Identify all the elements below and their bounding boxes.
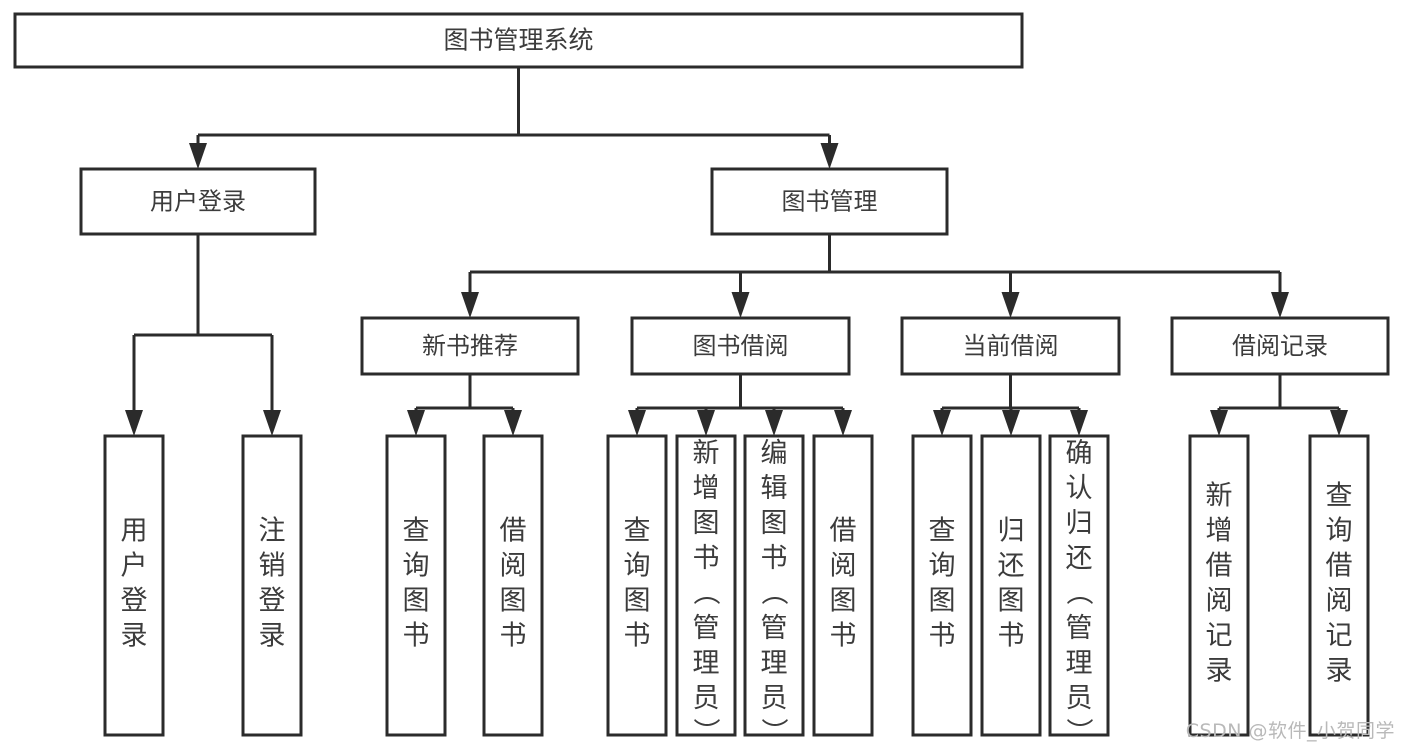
arrow-head bbox=[697, 410, 715, 436]
node-current-borrow[interactable]: 当前借阅 bbox=[900, 316, 1121, 376]
arrow-head bbox=[189, 143, 207, 169]
node-label: 当前借阅 bbox=[963, 332, 1059, 360]
leaf-leaf-query-book-2[interactable]: 查询图书 bbox=[606, 434, 668, 737]
leaf-box-rect bbox=[743, 434, 805, 737]
leaf-box-rect bbox=[241, 434, 303, 737]
arrow-head bbox=[933, 410, 951, 436]
leaf-box-rect bbox=[606, 434, 668, 737]
arrow-head bbox=[125, 410, 143, 436]
csdn-watermark: CSDN @软件_小贺同学 bbox=[1185, 720, 1395, 742]
leaf-label: 新增图书（管理员） bbox=[693, 438, 721, 747]
leaf-label: 借阅图书 bbox=[500, 516, 527, 652]
arrow-head bbox=[820, 143, 839, 169]
node-book-management[interactable]: 图书管理 bbox=[710, 167, 949, 236]
leaf-label: 归还图书 bbox=[998, 516, 1025, 652]
node-user-login[interactable]: 用户登录 bbox=[79, 167, 317, 236]
node-label: 图书管理系统 bbox=[443, 26, 593, 55]
leaf-label: 借阅图书 bbox=[830, 516, 857, 652]
leaf-leaf-user-logout[interactable]: 注销登录 bbox=[241, 434, 303, 737]
node-box-rect bbox=[360, 316, 580, 376]
leaf-label: 查询图书 bbox=[929, 516, 956, 652]
node-root[interactable]: 图书管理系统 bbox=[13, 12, 1024, 69]
leaf-label: 用户登录 bbox=[121, 516, 148, 652]
leaf-label: 确认归还（管理员） bbox=[1066, 438, 1094, 747]
node-box-rect bbox=[1170, 316, 1390, 376]
node-book-borrow[interactable]: 图书借阅 bbox=[630, 316, 851, 376]
node-box-rect bbox=[79, 167, 317, 236]
leaf-leaf-query-book-1[interactable]: 查询图书 bbox=[385, 434, 447, 737]
leaf-leaf-add-record[interactable]: 新增借阅记录 bbox=[1188, 434, 1250, 737]
leaf-label: 新增借阅记录 bbox=[1206, 481, 1233, 687]
arrow-head bbox=[731, 292, 750, 318]
node-label: 借阅记录 bbox=[1232, 332, 1328, 360]
node-box-rect bbox=[13, 12, 1024, 69]
arrow-head bbox=[461, 292, 479, 318]
arrow-head bbox=[1330, 410, 1348, 436]
arrow-head bbox=[1210, 410, 1228, 436]
leaf-leaf-confirm-return[interactable]: 确认归还（管理员） bbox=[1048, 434, 1110, 747]
leaf-box-rect bbox=[1188, 434, 1250, 737]
leaf-leaf-add-book[interactable]: 新增图书（管理员） bbox=[675, 434, 737, 747]
node-box-rect bbox=[710, 167, 949, 236]
arrow-head bbox=[628, 410, 646, 436]
node-label: 用户登录 bbox=[150, 188, 246, 216]
leaf-label: 编辑图书（管理员） bbox=[761, 438, 789, 747]
leaf-box-rect bbox=[812, 434, 874, 737]
node-box-rect bbox=[900, 316, 1121, 376]
arrow-head bbox=[1001, 292, 1020, 318]
leaf-box-rect bbox=[385, 434, 447, 737]
node-new-book-recommend[interactable]: 新书推荐 bbox=[360, 316, 580, 376]
leaf-leaf-borrow-book-1[interactable]: 借阅图书 bbox=[482, 434, 544, 737]
arrow-head bbox=[1271, 292, 1289, 318]
connector-edges-layer bbox=[125, 67, 1348, 436]
node-borrow-records[interactable]: 借阅记录 bbox=[1170, 316, 1390, 376]
arrow-head bbox=[1070, 410, 1088, 436]
leaf-label: 注销登录 bbox=[259, 516, 286, 652]
leaf-leaf-query-book-3[interactable]: 查询图书 bbox=[911, 434, 973, 737]
arrow-head bbox=[765, 410, 783, 436]
leaf-leaf-edit-book[interactable]: 编辑图书（管理员） bbox=[743, 434, 805, 747]
leaf-box-rect bbox=[980, 434, 1042, 737]
arrow-head bbox=[504, 410, 522, 436]
leaf-box-rect bbox=[911, 434, 973, 737]
node-label: 新书推荐 bbox=[422, 332, 518, 360]
leaf-leaf-borrow-book-2[interactable]: 借阅图书 bbox=[812, 434, 874, 737]
arrow-head bbox=[407, 410, 425, 436]
arrow-head bbox=[1002, 410, 1020, 436]
node-box-rect bbox=[630, 316, 851, 376]
leaf-box-rect bbox=[482, 434, 544, 737]
node-label: 图书借阅 bbox=[693, 332, 789, 360]
leaf-label: 查询借阅记录 bbox=[1326, 481, 1353, 687]
arrow-head bbox=[834, 410, 852, 436]
leaf-leaf-return-book[interactable]: 归还图书 bbox=[980, 434, 1042, 737]
leaf-box-rect bbox=[1308, 434, 1370, 737]
leaf-box-rect bbox=[103, 434, 165, 737]
leaf-leaf-query-record[interactable]: 查询借阅记录 bbox=[1308, 434, 1370, 737]
leaf-label: 查询图书 bbox=[624, 516, 651, 652]
leaf-label: 查询图书 bbox=[403, 516, 430, 652]
node-label: 图书管理 bbox=[782, 188, 878, 216]
arrow-head bbox=[263, 410, 281, 436]
leaf-box-rect bbox=[1048, 434, 1110, 737]
node-boxes-layer: 图书管理系统用户登录用户登录注销登录图书管理新书推荐查询图书借阅图书图书借阅查询… bbox=[13, 12, 1390, 747]
leaf-leaf-user-login[interactable]: 用户登录 bbox=[103, 434, 165, 737]
leaf-box-rect bbox=[675, 434, 737, 737]
